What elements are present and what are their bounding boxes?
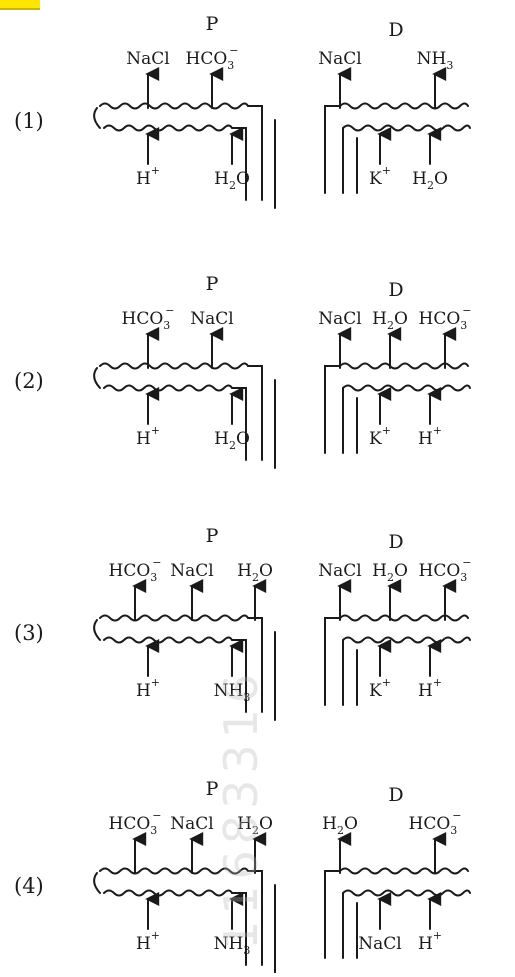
proximal-tubule-wall-top — [99, 867, 249, 875]
option-number: (3) — [14, 621, 44, 645]
distal-header: D — [388, 279, 403, 301]
proximal-in-label: NH3 — [214, 934, 251, 957]
tubule-start-cap — [93, 619, 101, 641]
distal-in-label: K+ — [369, 164, 391, 189]
proximal-header: P — [206, 525, 219, 547]
proximal-tubule-wall-top — [99, 362, 249, 370]
distal-tubule-wall-top — [339, 362, 469, 370]
distal-tubule-wall-bottom — [342, 124, 471, 132]
distal-header: D — [388, 784, 403, 806]
tubule-start-cap — [93, 872, 101, 894]
distal-in-label: K+ — [369, 676, 391, 701]
distal-out-label: NH3 — [417, 49, 454, 72]
option-number: (1) — [14, 109, 44, 133]
distal-out-label: HCO3− — [419, 304, 472, 332]
distal-in-label: K+ — [369, 424, 391, 449]
proximal-limb-outer — [247, 105, 263, 201]
distal-limb-outer — [324, 617, 341, 706]
proximal-header: P — [206, 13, 219, 35]
proximal-in-label: H+ — [136, 424, 160, 449]
distal-out-label: NaCl — [318, 49, 361, 69]
option-number: (4) — [14, 874, 44, 898]
distal-out-label: HCO3− — [419, 556, 472, 584]
option-number: (2) — [14, 369, 44, 393]
proximal-limb-outer — [247, 617, 263, 713]
distal-out-label: NaCl — [318, 309, 361, 329]
tubule-start-cap — [93, 107, 101, 129]
proximal-out-label: HCO3− — [109, 809, 162, 837]
distal-out-label: H2O — [322, 814, 358, 837]
distal-tubule-wall-top — [339, 867, 469, 875]
proximal-out-label: H2O — [237, 561, 273, 584]
distal-tubule-wall-bottom — [342, 636, 471, 644]
distal-tubule-wall-top — [339, 102, 469, 110]
distal-limb-outer — [324, 870, 341, 959]
proximal-header: P — [206, 778, 219, 800]
proximal-out-label: HCO3− — [186, 44, 239, 72]
tubule-start-cap — [93, 367, 101, 389]
distal-out-label: H2O — [372, 561, 408, 584]
distal-tubule-wall-top — [339, 614, 469, 622]
proximal-in-label: NH3 — [214, 681, 251, 704]
highlight-tag — [0, 0, 40, 10]
proximal-limb-outer — [247, 365, 263, 461]
distal-out-label: HCO3− — [409, 809, 462, 837]
distal-out-label: H2O — [372, 309, 408, 332]
proximal-tubule-wall-bottom — [103, 636, 233, 644]
proximal-tubule-wall-bottom — [103, 384, 233, 392]
distal-tubule-wall-bottom — [342, 384, 471, 392]
distal-header: D — [388, 531, 403, 553]
proximal-tubule-wall-bottom — [103, 124, 233, 132]
proximal-in-label: H+ — [136, 929, 160, 954]
proximal-out-label: HCO3− — [109, 556, 162, 584]
distal-out-label: NaCl — [318, 561, 361, 581]
proximal-out-label: H2O — [237, 814, 273, 837]
distal-tubule-wall-bottom — [342, 889, 471, 897]
distal-limb-outer — [324, 365, 341, 454]
distal-header: D — [388, 19, 403, 41]
distal-in-label: H+ — [418, 676, 442, 701]
proximal-out-label: NaCl — [126, 49, 169, 69]
proximal-in-label: H+ — [136, 164, 160, 189]
proximal-tubule-wall-top — [99, 102, 249, 110]
proximal-out-label: HCO3− — [122, 304, 175, 332]
proximal-in-label: H2O — [214, 169, 250, 192]
distal-in-label: NaCl — [358, 934, 401, 954]
proximal-tubule-wall-top — [99, 614, 249, 622]
proximal-in-label: H+ — [136, 676, 160, 701]
proximal-out-label: NaCl — [170, 561, 213, 581]
proximal-tubule-wall-bottom — [103, 889, 233, 897]
distal-limb-outer — [324, 105, 341, 194]
distal-in-label: H+ — [418, 929, 442, 954]
distal-in-label: H2O — [412, 169, 448, 192]
proximal-header: P — [206, 273, 219, 295]
proximal-limb-outer — [247, 870, 263, 966]
answer-option-3: (3) P D HCO3− NaCl H2O H+ NH3 NaCl H2O HCO3− K+ H+ — [14, 525, 472, 721]
distal-in-label: H+ — [418, 424, 442, 449]
proximal-out-label: NaCl — [190, 309, 233, 329]
proximal-in-label: H2O — [214, 429, 250, 452]
proximal-out-label: NaCl — [170, 814, 213, 834]
watermark: 11683316 — [214, 667, 268, 950]
